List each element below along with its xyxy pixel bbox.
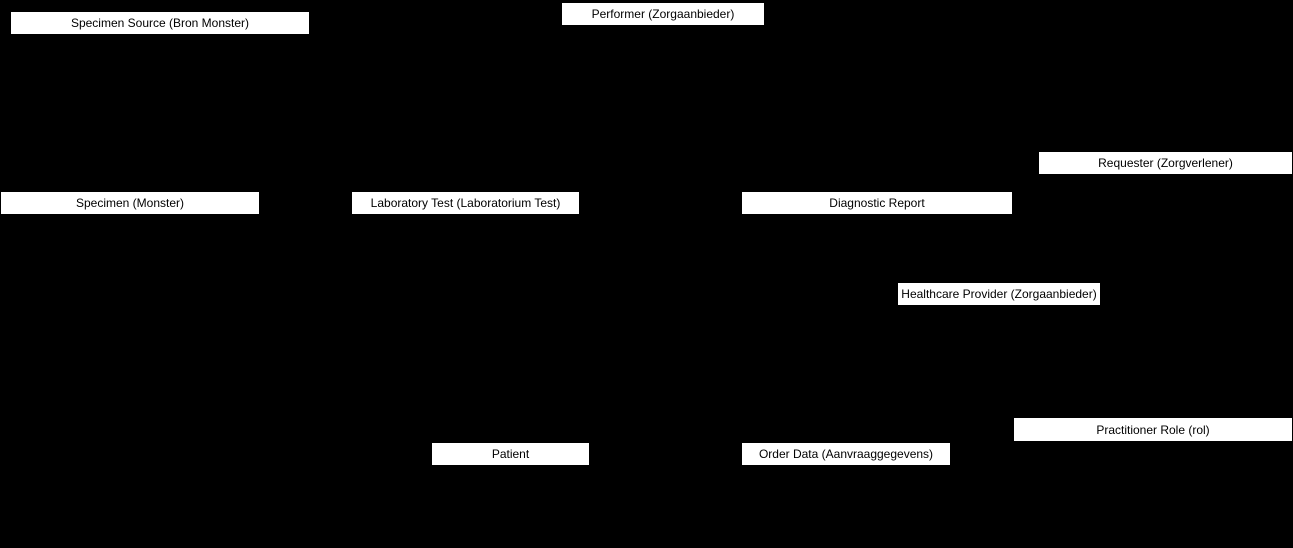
node-label-healthcare-provider: Healthcare Provider (Zorgaanbieder) [901,287,1097,301]
diagram-node-order-data[interactable]: Order Data (Aanvraaggegevens) [741,442,951,466]
diagram-node-laboratory-test[interactable]: Laboratory Test (Laboratorium Test) [351,191,580,215]
diagram-node-requester[interactable]: Requester (Zorgverlener) [1038,151,1293,175]
diagram-node-performer[interactable]: Performer (Zorgaanbieder) [561,2,765,26]
node-label-specimen-source: Specimen Source (Bron Monster) [70,16,250,30]
diagram-node-practitioner-role[interactable]: Practitioner Role (rol) [1013,417,1293,442]
node-label-practitioner-role: Practitioner Role (rol) [1096,422,1210,437]
node-label-specimen: Specimen (Monster) [75,196,185,210]
diagram-node-patient[interactable]: Patient [431,442,590,466]
node-label-patient: Patient [491,447,530,461]
node-label-performer: Performer (Zorgaanbieder) [591,7,735,21]
diagram-node-healthcare-provider[interactable]: Healthcare Provider (Zorgaanbieder) [897,282,1101,306]
node-label-order-data: Order Data (Aanvraaggegevens) [758,447,934,461]
node-label-requester: Requester (Zorgverlener) [1098,156,1233,170]
diagram-node-diagnostic-report[interactable]: Diagnostic Report [741,191,1013,215]
diagram-node-specimen-source[interactable]: Specimen Source (Bron Monster) [10,11,310,35]
node-label-diagnostic-report: Diagnostic Report [829,196,925,210]
node-label-laboratory-test: Laboratory Test (Laboratorium Test) [370,196,561,210]
diagram-node-specimen[interactable]: Specimen (Monster) [0,191,260,215]
